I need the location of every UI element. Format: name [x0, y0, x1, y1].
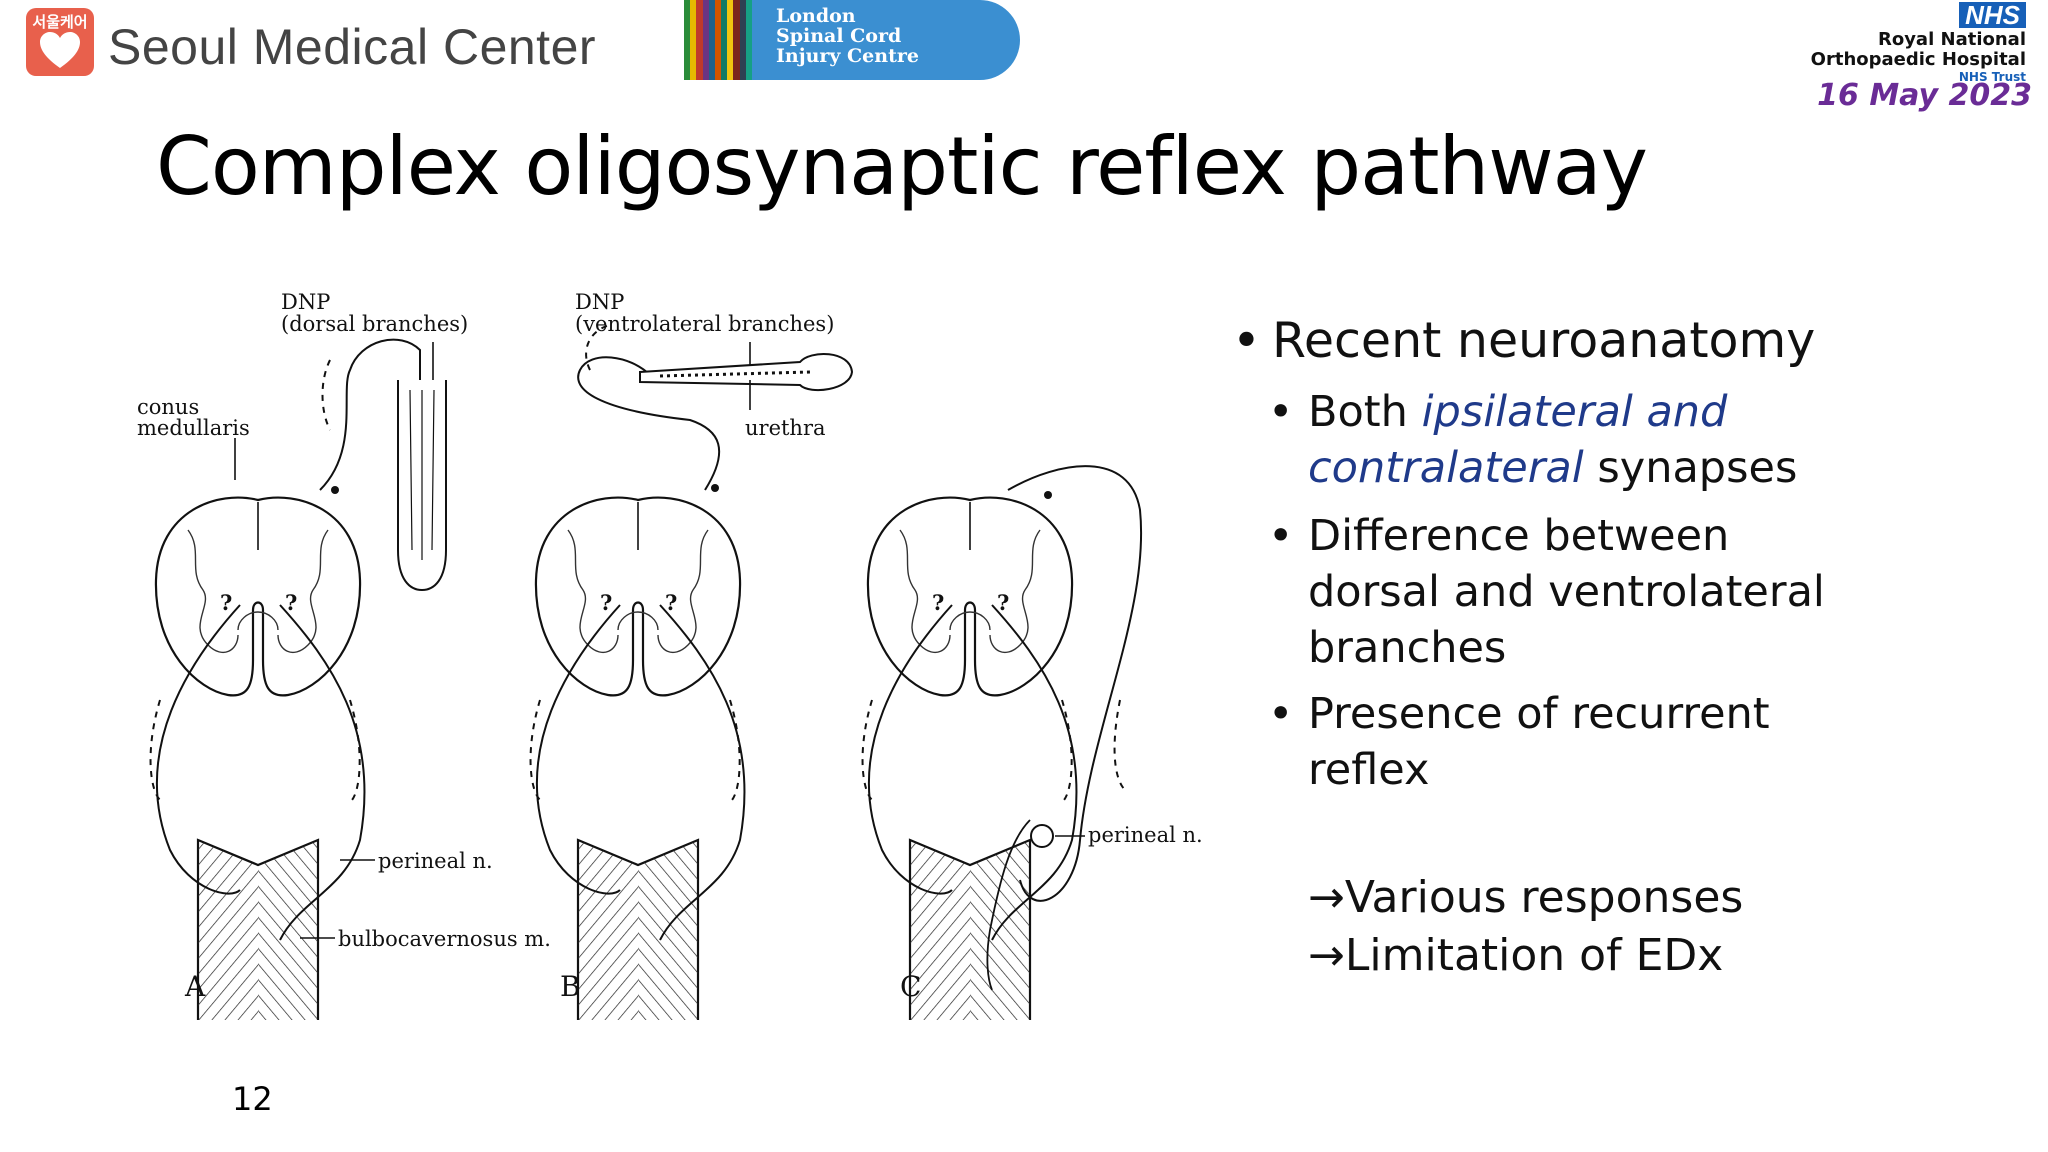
- label-perineal-c: perineal n.: [1088, 823, 1203, 847]
- sub-bullet-1-line-2: contralateral synapses: [1308, 440, 1797, 496]
- sub2-line-3: branches: [1308, 623, 1507, 673]
- label-dnp-b: DNP: [575, 290, 624, 314]
- label-dnp-b-sub: (ventrolateral branches): [575, 312, 834, 336]
- sub2-line-2: dorsal and ventrolateral: [1308, 567, 1825, 617]
- label-bulbocavernosus: bulbocavernosus m.: [338, 927, 551, 951]
- lsc-pill: [752, 0, 1020, 80]
- label-dnp-a-sub: (dorsal branches): [281, 312, 468, 336]
- question-mark: ?: [665, 590, 677, 615]
- rnoh-line-1: Royal National: [1877, 29, 2026, 50]
- bullet-dot: •: [1268, 387, 1294, 437]
- striped-bars: [684, 0, 759, 80]
- arrow-icon: →: [1308, 930, 1345, 981]
- panel-c: perineal n. ? ? C: [861, 465, 1203, 1020]
- bullet-main-text: Recent neuroanatomy: [1272, 312, 1816, 369]
- sub1-text-a: Both: [1308, 387, 1422, 437]
- label-conus-2: medullaris: [137, 416, 250, 440]
- question-mark: ?: [997, 590, 1009, 615]
- arrow-icon: →: [1308, 872, 1345, 923]
- panel-letter-b: B: [560, 970, 581, 1003]
- bullet-main: •Recent neuroanatomy: [1232, 312, 1815, 369]
- lsc-text: London Spinal Cord Injury Centre: [776, 6, 919, 66]
- sub1-emphasis-2: contralateral: [1308, 443, 1584, 493]
- question-mark: ?: [600, 590, 612, 615]
- sub2-line-1: Difference between: [1308, 511, 1730, 561]
- sub1-emphasis-1: ipsilateral and: [1421, 387, 1728, 437]
- smc-logo-text: 서울케어: [32, 13, 88, 31]
- label-conus-1: conus: [137, 395, 199, 419]
- nhs-badge: NHS: [1959, 2, 2026, 28]
- reflex-pathway-diagram: DNP (dorsal branches) conus medullaris p…: [137, 290, 1203, 1020]
- sub3-line-1: Presence of recurrent: [1308, 689, 1770, 739]
- sub-bullet-2: • Difference between dorsal and ventrola…: [1268, 508, 1825, 676]
- label-perineal-a: perineal n.: [378, 849, 493, 873]
- slide-title: Complex oligosynaptic reflex pathway: [156, 120, 1648, 213]
- london-spinal-cord-injury-centre-logo: London Spinal Cord Injury Centre: [684, 0, 1024, 80]
- label-urethra: urethra: [745, 416, 826, 440]
- question-mark: ?: [285, 590, 297, 615]
- arrow-text-2: Limitation of EDx: [1344, 930, 1724, 981]
- sub-bullet-3: • Presence of recurrent reflex: [1268, 686, 1770, 798]
- sub3-line-2: reflex: [1308, 745, 1430, 795]
- label-dnp-a: DNP: [281, 290, 330, 314]
- arrow-line-1: →Various responses: [1308, 872, 1743, 923]
- page-number: 12: [232, 1080, 273, 1118]
- rnoh-trust: NHS Trust: [1958, 70, 2026, 84]
- sub1-text-b: synapses: [1583, 443, 1798, 493]
- sub-bullet-1-line-1: Both ipsilateral and: [1308, 384, 1797, 440]
- bullet-dot: •: [1268, 689, 1294, 739]
- panel-letter-a: A: [184, 970, 206, 1003]
- rnoh-logo-text: Royal National Orthopaedic Hospital NHS …: [1810, 29, 2026, 85]
- presentation-date: 16 May 2023: [1817, 78, 2032, 113]
- smc-name: Seoul Medical Center: [108, 19, 597, 75]
- heart-icon: [40, 32, 80, 68]
- panel-a: DNP (dorsal branches) conus medullaris p…: [137, 290, 551, 1020]
- sub-bullet-1: • Both ipsilateral and contralateral syn…: [1268, 384, 1797, 496]
- panel-letter-c: C: [900, 970, 921, 1003]
- question-mark: ?: [932, 590, 944, 615]
- bullet-dot: •: [1268, 511, 1294, 561]
- arrow-text-1: Various responses: [1344, 872, 1744, 923]
- seoul-medical-center-logo: 서울케어: [26, 8, 94, 76]
- lsc-line-1: London: [776, 5, 856, 27]
- lsc-line-2: Spinal Cord: [776, 25, 902, 47]
- panel-b: DNP (ventrolateral branches) urethra ? ?…: [529, 290, 854, 1020]
- question-mark: ?: [220, 590, 232, 615]
- rnoh-line-2: Orthopaedic Hospital: [1810, 49, 2026, 70]
- bullet-dot: •: [1232, 312, 1261, 369]
- arrow-line-2: →Limitation of EDx: [1308, 930, 1723, 981]
- lsc-line-3: Injury Centre: [776, 45, 919, 67]
